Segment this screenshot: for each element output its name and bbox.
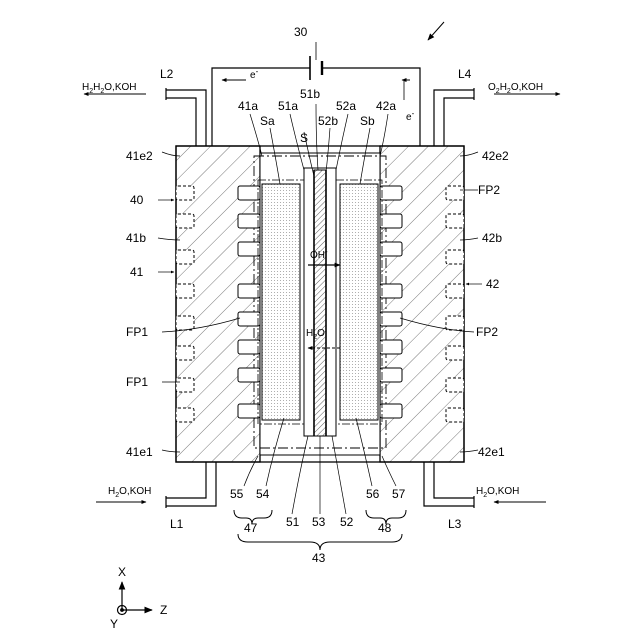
label-Sb: Sb (360, 114, 375, 128)
label-52: 52 (340, 515, 354, 529)
pipe-L2 (84, 88, 206, 146)
label-53: 53 (312, 515, 326, 529)
label-56: 56 (366, 487, 380, 501)
electrode-56 (340, 184, 378, 420)
axis-y-label: Y (110, 617, 118, 631)
membrane-53 (314, 170, 326, 436)
label-52a: 52a (336, 99, 356, 113)
label-41b: 41b (126, 231, 146, 245)
label-42b: 42b (482, 231, 502, 245)
label-54: 54 (256, 487, 270, 501)
label-52b: 52b (318, 114, 338, 128)
pipe-L4 (434, 88, 560, 146)
label-57: 57 (392, 487, 406, 501)
label-FP1-low: FP1 (126, 375, 148, 389)
label-L4: L4 (458, 67, 472, 81)
label-41e1: 41e1 (126, 445, 153, 459)
label-41a: 41a (238, 99, 258, 113)
label-51a: 51a (278, 99, 298, 113)
label-55: 55 (230, 487, 244, 501)
left-inlet-label: H2O,KOH (108, 486, 151, 499)
label-43: 43 (312, 551, 326, 565)
label-FP2-mid: FP2 (476, 325, 498, 339)
axis-indicator (118, 582, 153, 615)
pipe-L3 (424, 462, 546, 508)
label-FP1-mid: FP1 (126, 325, 148, 339)
label-42a: 42a (376, 99, 396, 113)
label-48: 48 (378, 521, 392, 535)
label-L3: L3 (448, 517, 462, 531)
label-FP2-top: FP2 (478, 183, 500, 197)
label-47: 47 (244, 521, 258, 535)
label-51: 51 (286, 515, 300, 529)
electron-label-left: e- (250, 67, 259, 81)
label-L2: L2 (160, 67, 174, 81)
label-42: 42 (486, 277, 500, 291)
axis-x-label: X (118, 565, 126, 579)
label-41e2: 41e2 (126, 149, 153, 163)
label-Sa: Sa (260, 114, 275, 128)
o2-outlet-label: O2H2O,KOH (488, 82, 543, 95)
label-S: S (300, 131, 308, 145)
label-L1: L1 (170, 517, 184, 531)
figure-arrow (428, 22, 444, 40)
pipe-L1 (96, 462, 216, 508)
label-51b: 51b (300, 87, 320, 101)
axis-z-label: Z (160, 603, 167, 617)
electron-label-right: e- (406, 109, 415, 123)
h2-outlet-label: H2H2O,KOH (82, 82, 137, 95)
label-41: 41 (130, 265, 144, 279)
electrode-54 (262, 184, 300, 420)
label-42e1: 42e1 (478, 445, 505, 459)
power-supply-label: 30 (294, 25, 308, 39)
label-42e2: 42e2 (482, 149, 509, 163)
label-40: 40 (130, 193, 144, 207)
right-inlet-label: H2O,KOH (476, 486, 519, 499)
